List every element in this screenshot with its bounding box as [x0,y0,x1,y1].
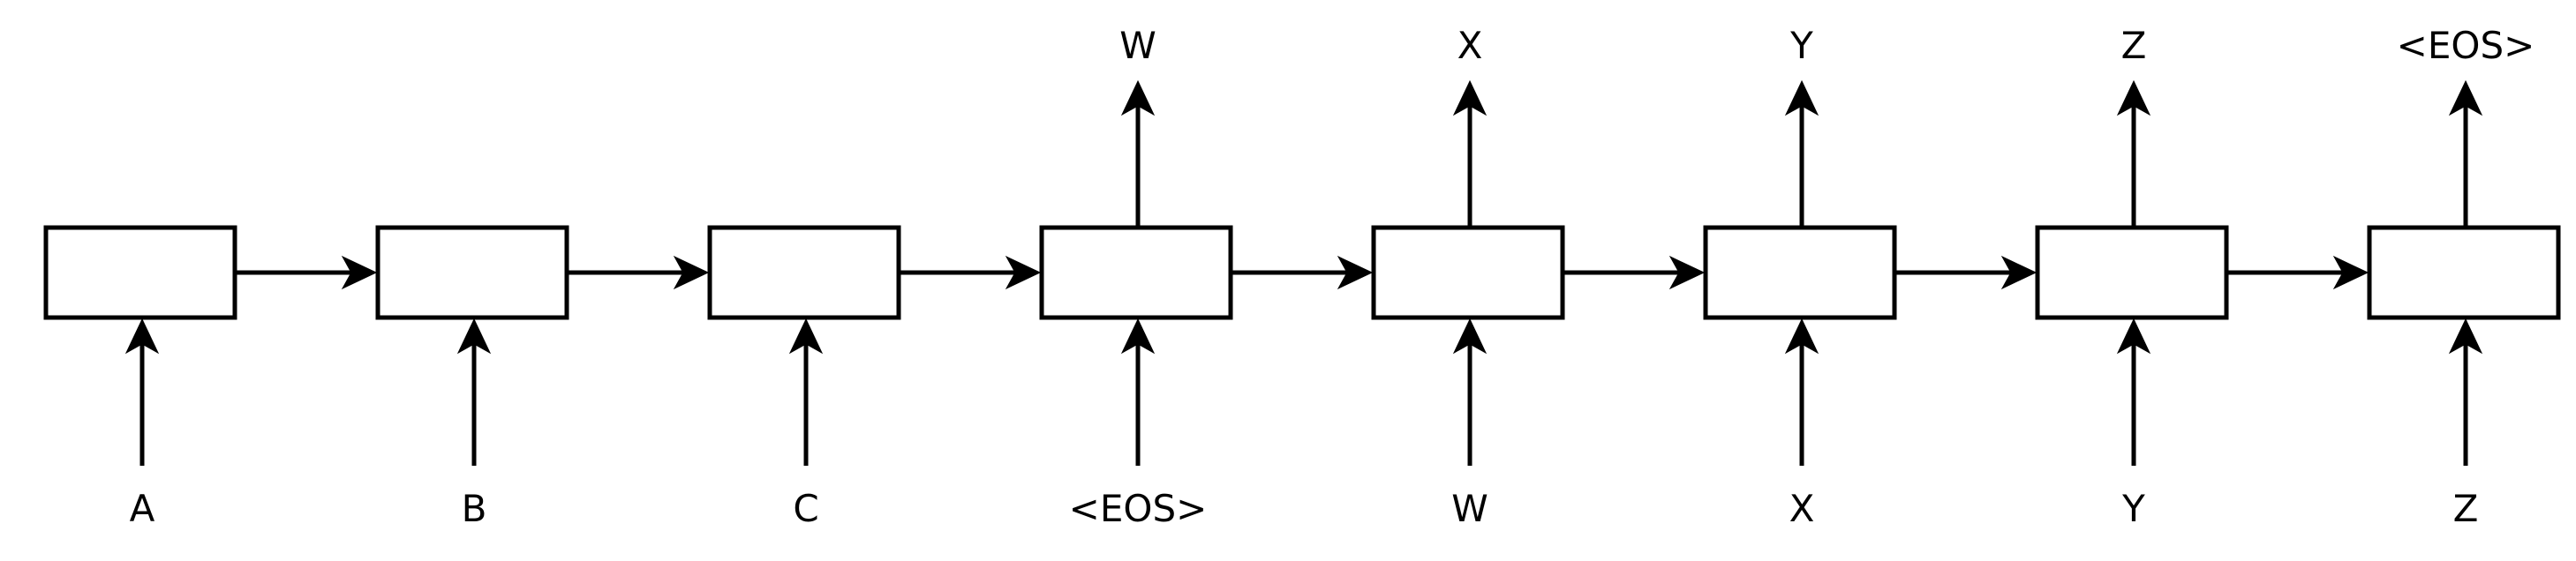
output-arrowhead [2448,79,2483,116]
cell-box [1371,225,1565,320]
output-token-label: Z [2121,24,2147,67]
rnn-cell-8: Z <EOS> [2367,24,2561,530]
input-token-label: Y [2121,487,2145,530]
input-arrowhead [1784,318,1819,355]
output-arrowhead [2116,79,2151,116]
output-token-label: Y [1789,24,1813,67]
input-token-label: B [462,487,487,530]
input-arrowhead [788,318,824,355]
rnn-cell-6: XY [1703,24,2037,530]
input-arrowhead [1120,318,1156,355]
rnn-cell-7: YZ [2035,24,2369,530]
input-token-label: A [130,487,155,530]
rnn-cell-3: C [707,225,1042,530]
cell-box [2367,225,2561,320]
output-arrowhead [1452,79,1488,116]
recurrent-arrowhead [1005,255,1042,290]
cell-box [375,225,569,320]
input-arrowhead [456,318,492,355]
input-token-label: X [1789,487,1815,530]
input-arrowhead [1452,318,1488,355]
recurrent-arrowhead [673,255,710,290]
rnn-cell-5: WX [1371,24,1706,530]
cell-box [1039,225,1233,320]
input-arrowhead [2448,318,2483,355]
cell-box [2035,225,2229,320]
recurrent-arrowhead [1668,255,1706,290]
rnn-cell-4: <EOS> W [1039,24,1374,530]
recurrent-arrowhead [1337,255,1374,290]
recurrent-arrowhead [341,255,378,290]
input-arrowhead [124,318,160,355]
rnn-cell-1: A [43,225,378,530]
cell-box [43,225,237,320]
input-token-label: C [793,487,818,530]
recurrent-arrowhead [2000,255,2037,290]
input-token-label: Z [2453,487,2479,530]
output-token-label: W [1119,24,1156,67]
input-arrowhead [2116,318,2151,355]
cell-box [707,225,901,320]
output-token-label: <EOS> [2397,24,2535,67]
input-token-label: W [1451,487,1488,530]
input-token-label: <EOS> [1069,487,1208,530]
cell-box [1703,225,1897,320]
rnn-cell-2: B [375,225,710,530]
output-arrowhead [1120,79,1156,116]
recurrent-arrowhead [2332,255,2369,290]
output-token-label: X [1457,24,1483,67]
output-arrowhead [1784,79,1819,116]
